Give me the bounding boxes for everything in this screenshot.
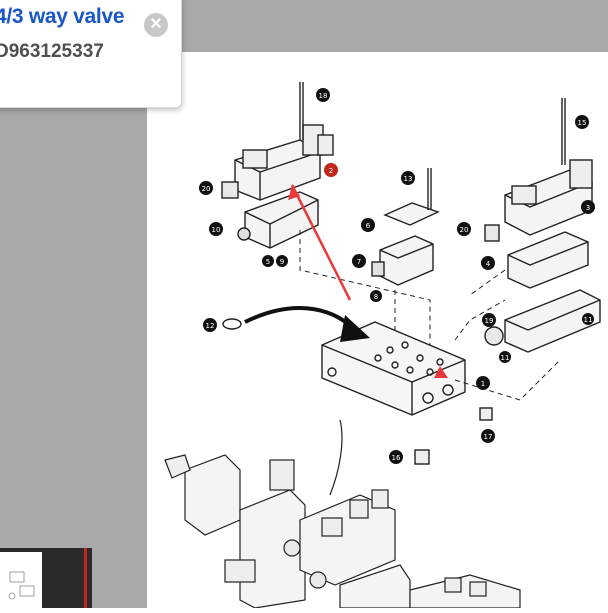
callout-13: 13 <box>401 171 415 185</box>
part-name: 4/3 way valve <box>0 5 125 28</box>
valve-assembly-2[interactable] <box>221 124 334 201</box>
callout-5: 5 <box>262 255 274 267</box>
svg-text:2: 2 <box>329 167 333 175</box>
svg-text:18: 18 <box>319 92 328 100</box>
callout-19: 19 <box>482 313 496 327</box>
callout-15: 15 <box>575 115 589 129</box>
callout-4: 4 <box>481 256 495 270</box>
lower-manifold-assembly <box>164 419 521 609</box>
callout-2[interactable]: 2 <box>324 163 338 177</box>
exploded-parts-drawing[interactable]: 18 2 20 10 5 9 13 6 7 8 12 1 16 17 15 3 … <box>147 52 608 609</box>
svg-text:9: 9 <box>280 258 284 266</box>
callout-markers: 18 2 20 10 5 9 13 6 7 8 12 1 16 17 15 3 … <box>199 88 595 464</box>
svg-text:4: 4 <box>486 260 491 268</box>
thumbnail-drawing-icon <box>8 571 35 600</box>
parts-diagram-svg: 18 2 20 10 5 9 13 6 7 8 12 1 16 17 15 3 … <box>164 82 601 609</box>
callout-9: 9 <box>276 255 288 267</box>
svg-text:8: 8 <box>374 293 378 301</box>
svg-text:5: 5 <box>266 258 270 266</box>
svg-text:20: 20 <box>460 226 469 234</box>
callout-18: 18 <box>316 88 330 102</box>
callout-17: 17 <box>481 429 495 443</box>
close-icon[interactable]: ✕ <box>144 13 168 37</box>
svg-text:12: 12 <box>206 322 215 330</box>
svg-text:19: 19 <box>485 317 494 325</box>
svg-text:17: 17 <box>484 433 493 441</box>
part-number: D963125337 <box>0 41 104 62</box>
callout-10: 10 <box>209 222 223 236</box>
callout-6: 6 <box>361 218 375 232</box>
callout-7: 7 <box>352 254 366 268</box>
svg-text:20: 20 <box>202 185 211 193</box>
svg-text:7: 7 <box>357 258 361 266</box>
svg-text:3: 3 <box>586 204 590 212</box>
part-info-popup: 4/3 way valve D963125337 ✕ <box>0 0 182 108</box>
callout-3: 3 <box>581 200 595 214</box>
page-thumbnail[interactable] <box>0 548 92 608</box>
svg-text:15: 15 <box>578 119 587 127</box>
svg-text:11: 11 <box>584 316 593 324</box>
svg-text:10: 10 <box>212 226 221 234</box>
callout-20-left: 20 <box>199 181 213 195</box>
svg-text:11: 11 <box>501 354 510 362</box>
callout-11-left: 11 <box>499 351 511 363</box>
callout-8: 8 <box>370 290 382 302</box>
callout-20-right: 20 <box>457 222 471 236</box>
svg-text:1: 1 <box>481 380 485 388</box>
callout-11-right: 11 <box>582 313 594 325</box>
callout-16: 16 <box>389 450 403 464</box>
callout-12: 12 <box>203 318 217 332</box>
highlight-arrow <box>288 184 448 378</box>
viewer-top-band <box>147 0 608 52</box>
svg-text:6: 6 <box>366 222 371 230</box>
svg-text:16: 16 <box>392 454 401 462</box>
svg-text:13: 13 <box>404 175 413 183</box>
valve-body-10 <box>237 191 319 249</box>
manifold-block-1[interactable] <box>321 321 466 416</box>
thumbnail-active-indicator <box>84 548 87 608</box>
callout-1: 1 <box>476 376 490 390</box>
thumbnail-image <box>0 552 42 608</box>
